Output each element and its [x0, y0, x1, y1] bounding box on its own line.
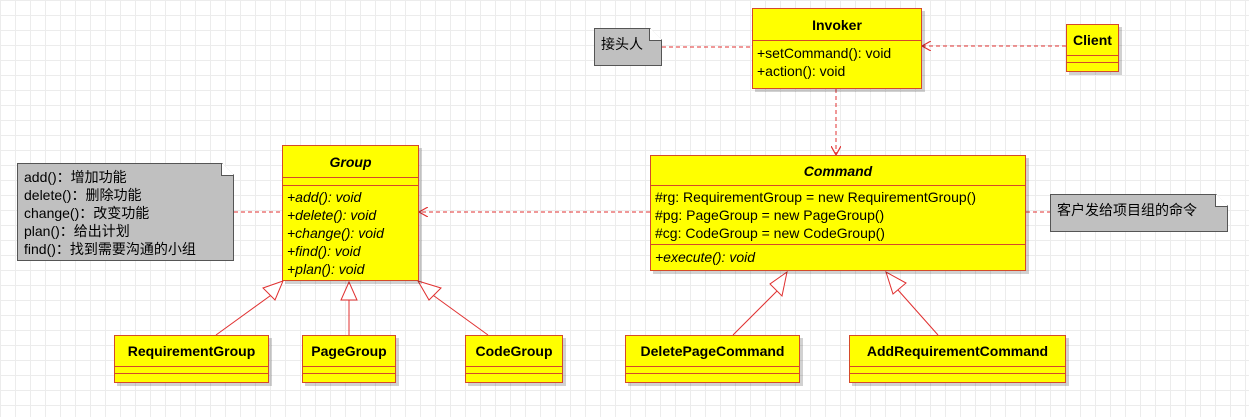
group-method: +plan(): void	[287, 261, 365, 277]
addrequirementcommand-attributes	[850, 367, 1065, 374]
group-note-line: delete()：删除功能	[24, 187, 142, 203]
invoker-note-text: 接头人	[601, 36, 643, 52]
group-method: +add(): void	[287, 189, 362, 205]
pagegroup-attributes	[303, 367, 395, 374]
group-note-line: change()：改变功能	[24, 205, 150, 221]
deletepagecommand-class-name: DeletePageCommand	[626, 336, 799, 367]
client-attributes	[1067, 56, 1118, 63]
pagegroup-methods	[303, 374, 395, 381]
command-class[interactable]: Command #rg: RequirementGroup = new Requ…	[650, 155, 1026, 271]
command-note-text: 客户发给项目组的命令	[1057, 202, 1197, 218]
requirementgroup-class-name: RequirementGroup	[115, 336, 268, 367]
group-method: +find(): void	[287, 243, 361, 259]
client-methods	[1067, 63, 1118, 70]
addrequirementcommand-generalization-head	[885, 270, 907, 295]
client-class[interactable]: Client	[1066, 24, 1119, 72]
requirementgroup-generalization	[215, 292, 275, 336]
invoker-methods: +setCommand(): void +action(): void	[753, 41, 921, 83]
invoker-method: +action(): void	[757, 63, 846, 79]
pagegroup-generalization-head	[340, 280, 358, 301]
pagegroup-class-name: PageGroup	[303, 336, 395, 367]
codegroup-class-name: CodeGroup	[466, 336, 562, 367]
command-attributes: #rg: RequirementGroup = new RequirementG…	[651, 186, 1025, 245]
group-method: +change(): void	[287, 225, 384, 241]
codegroup-attributes	[466, 367, 562, 374]
group-note[interactable]: add()：增加功能 delete()：删除功能 change()：改变功能 p…	[17, 163, 234, 261]
deletepagecommand-generalization-head	[769, 270, 788, 298]
client-class-name: Client	[1067, 25, 1118, 56]
deletepagecommand-class[interactable]: DeletePageCommand	[625, 335, 800, 383]
invoker-method: +setCommand(): void	[757, 45, 892, 61]
command-attribute: #pg: PageGroup = new PageGroup()	[655, 207, 885, 223]
addrequirementcommand-generalization	[897, 289, 939, 336]
pagegroup-class[interactable]: PageGroup	[302, 335, 396, 383]
group-note-line: add()：增加功能	[24, 169, 127, 185]
group-note-line: plan()：给出计划	[24, 223, 130, 239]
addrequirementcommand-class[interactable]: AddRequirementCommand	[849, 335, 1066, 383]
command-attribute: #rg: RequirementGroup = new RequirementG…	[655, 189, 976, 205]
deletepagecommand-attributes	[626, 367, 799, 374]
invoker-class-name: Invoker	[753, 9, 921, 41]
invoker-class[interactable]: Invoker +setCommand(): void +action(): v…	[752, 8, 922, 89]
group-note-line: find()：找到需要沟通的小组	[24, 241, 196, 257]
group-class-name: Group	[283, 146, 418, 178]
requirementgroup-class[interactable]: RequirementGroup	[114, 335, 269, 383]
requirementgroup-attributes	[115, 367, 268, 374]
command-attribute: #cg: CodeGroup = new CodeGroup()	[655, 225, 885, 241]
command-note[interactable]: 客户发给项目组的命令	[1050, 194, 1228, 232]
requirementgroup-methods	[115, 374, 268, 381]
group-class[interactable]: Group +add(): void +delete(): void +chan…	[282, 145, 419, 281]
group-attributes	[283, 178, 418, 186]
codegroup-class[interactable]: CodeGroup	[465, 335, 563, 383]
addrequirementcommand-class-name: AddRequirementCommand	[850, 336, 1065, 367]
deletepagecommand-methods	[626, 374, 799, 381]
group-methods: +add(): void +delete(): void +change(): …	[283, 186, 418, 280]
command-class-name: Command	[651, 156, 1025, 186]
addrequirementcommand-methods	[850, 374, 1065, 381]
codegroup-generalization	[429, 292, 489, 336]
requirementgroup-generalization-head	[262, 280, 284, 301]
command-methods: +execute(): void	[651, 245, 1025, 269]
group-method: +delete(): void	[287, 207, 377, 223]
codegroup-generalization-head	[416, 280, 442, 301]
command-method: +execute(): void	[655, 249, 755, 265]
invoker-note[interactable]: 接头人	[594, 28, 662, 66]
codegroup-methods	[466, 374, 562, 381]
deletepagecommand-generalization	[732, 289, 779, 336]
